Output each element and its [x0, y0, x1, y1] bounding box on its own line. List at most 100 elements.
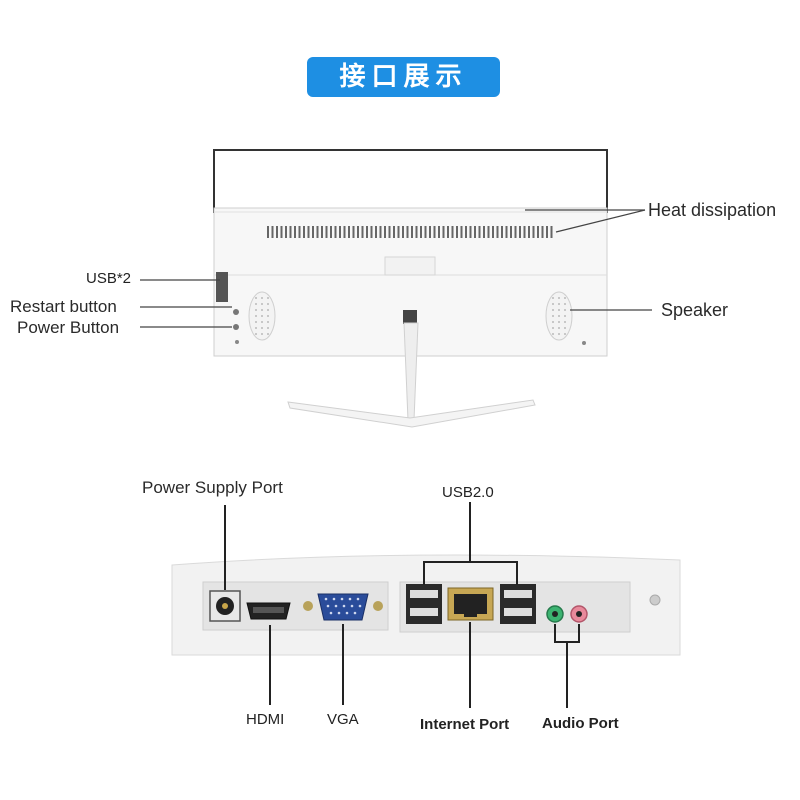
speaker-hole [552, 333, 554, 335]
stand-neck [403, 310, 417, 324]
speaker-hole [558, 321, 560, 323]
stand [403, 322, 419, 421]
vga-pin [353, 611, 357, 615]
speaker-hole [267, 303, 269, 305]
vent-slot [271, 226, 274, 238]
usb20-label: USB2.0 [442, 484, 494, 501]
vent-slot [370, 226, 373, 238]
vent-slot [393, 226, 395, 238]
vent-slot [384, 226, 386, 238]
power-button-label: Power Button [17, 318, 120, 337]
vga-pin [329, 611, 333, 615]
vent-slot [402, 226, 404, 238]
vent-slot [379, 226, 382, 238]
speaker-hole [564, 303, 566, 305]
speaker-hole [255, 327, 257, 329]
title-banner: 接口展示 [307, 57, 500, 97]
vent-slot [276, 226, 278, 238]
speaker-hole [267, 297, 269, 299]
vent-slot [294, 226, 296, 238]
vent-slot [267, 226, 269, 238]
heat-dissipation-label: Heat dissipation [648, 200, 777, 220]
vent-slot [339, 226, 341, 238]
vent-slot [478, 226, 481, 238]
speaker-hole [552, 321, 554, 323]
vent-slot [438, 226, 440, 238]
vent-slot [357, 226, 359, 238]
vent-slot [456, 226, 458, 238]
speaker-hole [552, 327, 554, 329]
vent-slot [343, 226, 346, 238]
vga-pin [356, 597, 360, 601]
vent-slot [492, 226, 494, 238]
vent-slot [505, 226, 508, 238]
vent-slot [420, 226, 422, 238]
usb-stack-right [500, 584, 536, 624]
vent-slot [487, 226, 490, 238]
speaker-hole [261, 315, 263, 317]
vent-slot [519, 226, 521, 238]
usb-stack-left [406, 584, 442, 624]
speaker-hole [558, 315, 560, 317]
vent-slot [429, 226, 431, 238]
vga-pin [350, 604, 354, 608]
vent-slot [469, 226, 472, 238]
vga-pin [326, 604, 330, 608]
vent-slot [496, 226, 499, 238]
speaker-hole [255, 303, 257, 305]
vent-slot [546, 226, 548, 238]
vga-pin [358, 604, 362, 608]
speaker-hole [552, 297, 554, 299]
speaker-hole [255, 315, 257, 317]
speaker-hole [267, 309, 269, 311]
vent-slot [375, 226, 377, 238]
vent-slot [465, 226, 467, 238]
vga-pin [345, 611, 349, 615]
vga-label: VGA [327, 711, 359, 728]
speaker-hole [564, 321, 566, 323]
speaker-hole [255, 333, 257, 335]
speaker-hole [558, 297, 560, 299]
speaker-hole [267, 315, 269, 317]
speaker-hole [558, 303, 560, 305]
vent-slot [532, 226, 535, 238]
vent-slot [424, 226, 427, 238]
speaker-hole [261, 333, 263, 335]
vent-slot [514, 226, 517, 238]
speaker-hole [564, 333, 566, 335]
speaker-hole [552, 315, 554, 317]
speaker-hole [261, 321, 263, 323]
vent-slot [316, 226, 319, 238]
speaker-hole [558, 327, 560, 329]
speaker-hole [552, 309, 554, 311]
speaker-hole [564, 309, 566, 311]
vent-slot [451, 226, 454, 238]
side-usb-ports [216, 272, 228, 302]
vent-slot [366, 226, 368, 238]
vent-slot [334, 226, 337, 238]
speaker-hole [255, 297, 257, 299]
vent-slot [406, 226, 409, 238]
vent-slot [474, 226, 476, 238]
audio-port-label: Audio Port [542, 715, 619, 732]
speaker-hole [267, 321, 269, 323]
speaker-hole [564, 315, 566, 317]
vent-slot [460, 226, 463, 238]
vent-slot [330, 226, 332, 238]
vent-slot [541, 226, 544, 238]
vent-slot [483, 226, 485, 238]
speaker-hole [564, 327, 566, 329]
hdmi-label: HDMI [246, 711, 285, 728]
speaker-hole [558, 309, 560, 311]
vent-slot [285, 226, 287, 238]
internet-port-label: Internet Port [420, 716, 510, 733]
vent-slot [442, 226, 445, 238]
monitor-back-view [140, 149, 652, 428]
vent-slot [303, 226, 305, 238]
vga-pin [337, 611, 341, 615]
vent-slot [397, 226, 400, 238]
vent-slot [348, 226, 350, 238]
vent-slot [312, 226, 314, 238]
speaker-hole [261, 309, 263, 311]
